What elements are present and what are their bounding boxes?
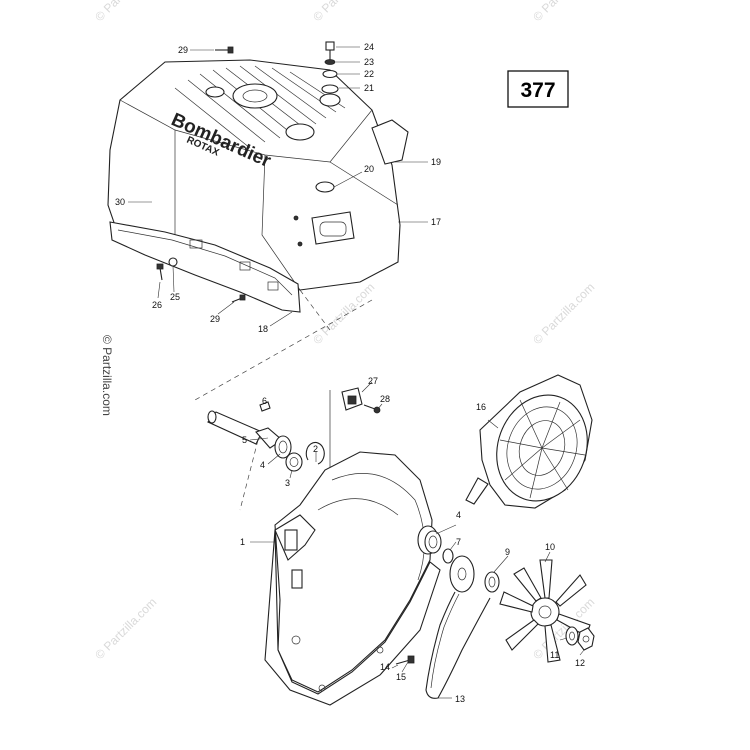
- part-29-screw-bottom: [231, 294, 246, 303]
- part-9-washer: [484, 571, 500, 593]
- callout-12: 12: [575, 658, 585, 668]
- callout-13: 13: [455, 694, 465, 704]
- callout-28: 28: [380, 394, 390, 404]
- callout-6: 6: [262, 396, 267, 406]
- part-11-washer: [565, 626, 579, 646]
- callout-22: 22: [364, 69, 374, 79]
- callout-29: 29: [178, 45, 188, 55]
- part-1-fan-housing: [264, 451, 441, 706]
- callout-30: 30: [115, 197, 125, 207]
- callout-21: 21: [364, 83, 374, 93]
- callout-20: 20: [364, 164, 374, 174]
- callout-26: 26: [152, 300, 162, 310]
- part-29-screw-top: [215, 46, 234, 54]
- callout-4: 4: [260, 460, 265, 470]
- part-4-bearing-top: [274, 435, 292, 459]
- part-15-screw: [395, 655, 415, 665]
- watermark: © Partzilla.com: [310, 280, 377, 347]
- part-8-pulley-half: [449, 555, 475, 593]
- callout-17: 17: [431, 217, 441, 227]
- part-25-washer: [168, 257, 178, 267]
- part-22-washer: [322, 69, 338, 79]
- callout-15: 15: [396, 672, 406, 682]
- page-number-box: 377: [507, 70, 569, 108]
- callout-4: 4: [456, 510, 461, 520]
- callout-23: 23: [364, 57, 374, 67]
- part-5-shaft: [207, 410, 283, 449]
- callout-9: 9: [505, 547, 510, 557]
- callout-18: 18: [258, 324, 268, 334]
- part-18-shroud-panel: [109, 221, 301, 313]
- callout-5: 5: [242, 435, 247, 445]
- part-12-nut: [577, 627, 595, 651]
- callout-29: 29: [210, 314, 220, 324]
- callout-25: 25: [170, 292, 180, 302]
- part-10-fan: [499, 559, 591, 663]
- callout-24: 24: [364, 42, 374, 52]
- part-21-grommet: [321, 84, 339, 94]
- watermark: © Partzilla.com: [92, 595, 159, 662]
- part-16-fan-cover: [465, 374, 593, 509]
- callout-16: 16: [476, 402, 486, 412]
- part-2-circlip: [305, 441, 325, 465]
- part-20-seal: [315, 181, 335, 193]
- watermark: © Partzilla.com: [310, 0, 377, 24]
- callout-1: 1: [240, 537, 245, 547]
- watermark: © Partzilla.com: [92, 0, 159, 24]
- part-3-seal: [285, 452, 303, 472]
- callouts: 29 24 23 22 21 19 20 17 30 26 25 29 18 2…: [115, 42, 585, 704]
- watermark: © Partzilla.com: [530, 0, 597, 24]
- callout-3: 3: [285, 478, 290, 488]
- page-number: 377: [520, 79, 555, 102]
- part-26-screw: [156, 263, 164, 281]
- part-27-clamp: [341, 387, 363, 411]
- part-24-bolt: [325, 41, 335, 60]
- watermark: © Partzilla.com: [530, 280, 597, 347]
- part-7-spacer: [442, 548, 454, 564]
- callout-2: 2: [313, 444, 318, 454]
- callout-10: 10: [545, 542, 555, 552]
- callout-7: 7: [456, 537, 461, 547]
- fan-cover-grille: [499, 399, 586, 499]
- copyright-text: © Partzilla.com: [100, 335, 114, 416]
- callout-11: 11: [550, 650, 559, 660]
- part-13-drive-belt: [425, 591, 491, 699]
- part-4-bearing-lower: [424, 530, 442, 554]
- callout-14: 14: [380, 662, 390, 672]
- leader-lines: [128, 46, 585, 699]
- part-6-key: [259, 401, 271, 412]
- part-23-washer: [324, 59, 336, 65]
- callout-19: 19: [431, 157, 441, 167]
- engine-cover: Bombardier ROTAX: [107, 59, 409, 291]
- callout-27: 27: [368, 376, 378, 386]
